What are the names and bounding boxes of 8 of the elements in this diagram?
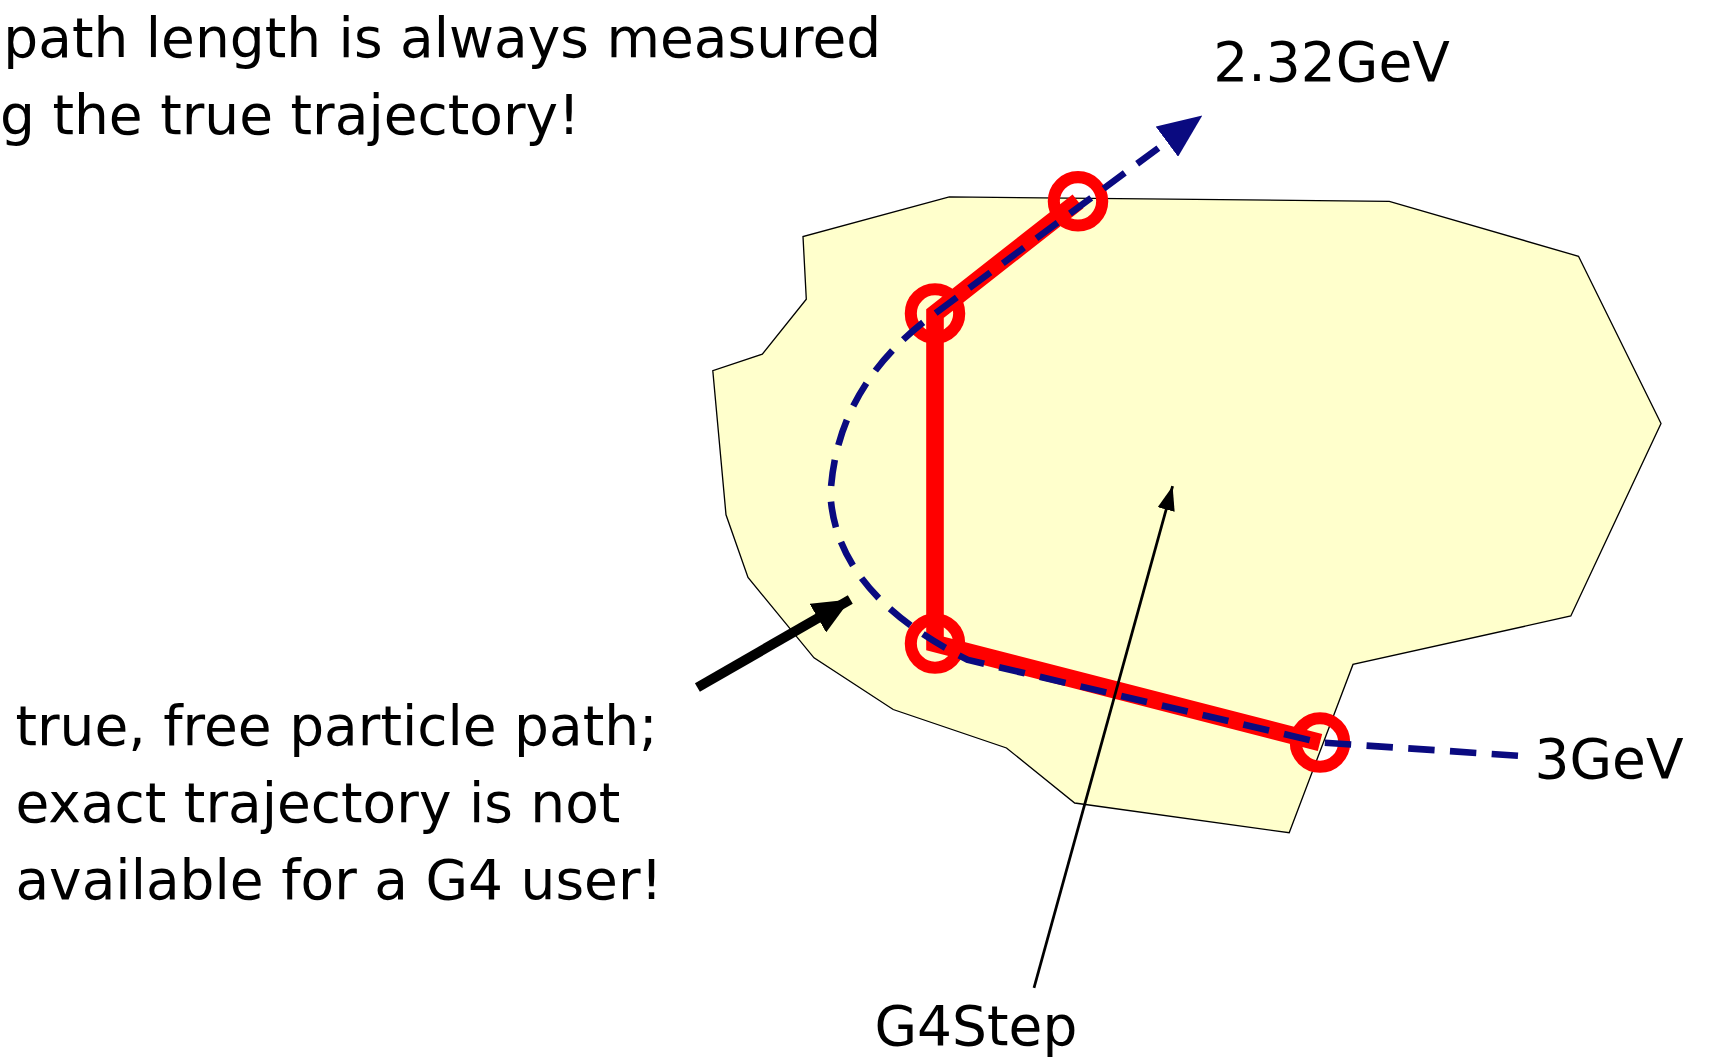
note-text: path length is always measured: [3, 5, 882, 73]
annotation-text: true, free particle path; exact trajectory is not available for a G4 user!: [15, 687, 698, 919]
energy-label: 2.32GeV: [1213, 29, 1450, 97]
step-label: G4Step: [874, 987, 1078, 1059]
energy-label: 3GeV: [1534, 726, 1684, 793]
leader-arrow: [694, 595, 853, 692]
leader-arrow: [1032, 485, 1175, 989]
note-text: g the true trajectory!: [0, 82, 581, 150]
